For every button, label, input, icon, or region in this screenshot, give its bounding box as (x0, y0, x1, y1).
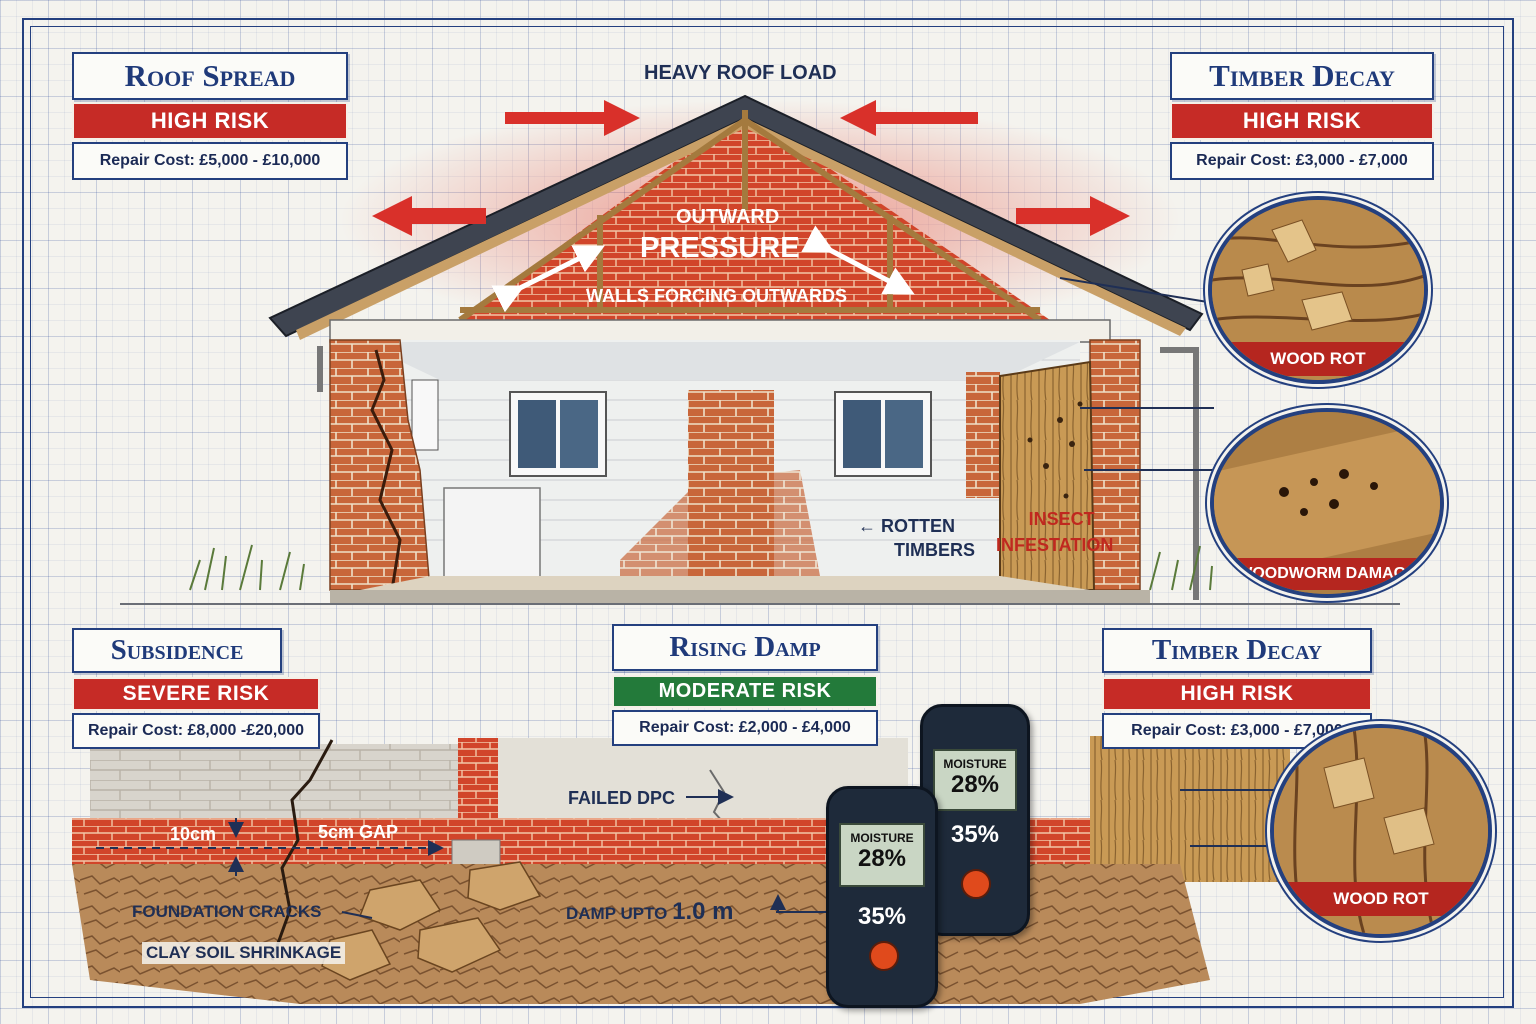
diagonal-arrows (491, 225, 915, 313)
moisture-meter-front: MOISTURE 28% 35% (826, 786, 938, 1008)
ceiling (360, 342, 1080, 380)
foundation-cracks-label: FOUNDATION CRACKS (132, 902, 322, 921)
card-subsidence: Subsidence SEVERE RISK Repair Cost: £8,0… (72, 628, 320, 749)
gray-block-wall (90, 744, 470, 824)
meter-button (961, 869, 991, 899)
risk-badge: HIGH RISK (1102, 677, 1372, 711)
repair-cost: Repair Cost: £3,000 - £7,000 (1170, 142, 1434, 180)
gap-5cm-label: 5cm GAP (318, 822, 399, 842)
meter-label: MOISTURE (943, 757, 1007, 771)
pressure-arrows (372, 100, 1130, 236)
card-roof-spread: Roof Spread HIGH RISK Repair Cost: £5,00… (72, 52, 348, 180)
inset-label: WOODWORM DAMAGE (1214, 558, 1440, 590)
clay-soil (72, 864, 1210, 1004)
kitchen-unit (443, 487, 541, 581)
rotten-line2: TIMBERS (894, 540, 975, 560)
inset-wood-rot-top: WOOD ROT (1208, 196, 1428, 384)
damp-upto-label: DAMP UPTO 1.0 m (566, 898, 734, 926)
damp-height: 1.0 m (672, 898, 734, 925)
inset-leaders (1059, 277, 1222, 471)
damp-upto-text: DAMP UPTO (566, 904, 668, 923)
meter-reading: 28% (950, 771, 1000, 798)
insect-infestation-label: INSECT INFESTATION (996, 506, 1113, 558)
card-title: Timber Decay (1170, 52, 1434, 100)
clay-soil-label: CLAY SOIL SHRINKAGE (142, 942, 346, 964)
side-window (411, 379, 439, 451)
soil-clods (321, 861, 542, 981)
right-brick-strip (966, 372, 1000, 498)
window-right (834, 391, 932, 477)
meter-label: MOISTURE (850, 831, 914, 845)
meter-second-reading: 35% (950, 821, 1000, 848)
risk-badge: HIGH RISK (72, 102, 348, 140)
risk-badge: SEVERE RISK (72, 677, 320, 711)
walls-forcing-label: WALLS FORCING OUTWARDS (586, 286, 847, 306)
meter-second-reading: 35% (857, 903, 907, 930)
measure-lines (96, 789, 1290, 920)
card-title: Rising Damp (612, 624, 878, 671)
inset-wood-rot-bottom: WOOD ROT (1270, 724, 1492, 938)
repair-cost: Repair Cost: £8,000 -£20,000 (72, 713, 320, 749)
measure-10cm-label: 10cm (170, 824, 217, 844)
failed-dpc-label: FAILED DPC (568, 788, 676, 808)
card-rising-damp: Rising Damp MODERATE RISK Repair Cost: £… (612, 624, 878, 746)
meter-reading: 28% (857, 845, 907, 872)
rotten-line1: ROTTEN (881, 516, 956, 536)
heavy-roof-load-label: HEAVY ROOF LOAD (644, 62, 837, 84)
downpipe (1160, 347, 1199, 600)
meter-button (869, 941, 899, 971)
insect-line1: INSECT (1028, 509, 1095, 529)
window-left (509, 391, 607, 477)
inset-label: WOOD ROT (1274, 882, 1488, 916)
insect-line2: INFESTATION (996, 535, 1114, 555)
floor-tiles (360, 576, 1090, 590)
damp-brick-stain (620, 470, 820, 576)
outward-label: OUTWARD (676, 206, 780, 228)
card-title: Timber Decay (1102, 628, 1372, 673)
inset-woodworm: WOODWORM DAMAGE (1210, 408, 1444, 598)
inset-label: WOOD ROT (1212, 342, 1424, 376)
repair-cost: Repair Cost: £5,000 - £10,000 (72, 142, 348, 180)
meter-screen: MOISTURE 28% (839, 823, 925, 887)
rotten-timbers-label: ← ROTTEN TIMBERS (858, 516, 975, 560)
outer-frame (22, 18, 1514, 1008)
foundation-crack (270, 739, 334, 961)
grass (189, 544, 1213, 591)
card-timber-decay-top: Timber Decay HIGH RISK Repair Cost: £3,0… (1170, 52, 1434, 180)
soffit (329, 319, 1111, 343)
meter-screen: MOISTURE 28% (933, 749, 1017, 811)
decayed-timber-wall (1090, 736, 1290, 882)
wall-corner-brick (458, 738, 498, 828)
risk-badge: HIGH RISK (1170, 102, 1434, 140)
pier-crack (370, 349, 402, 591)
worm-holes (1027, 401, 1083, 499)
card-title: Roof Spread (72, 52, 348, 100)
risk-badge: MODERATE RISK (612, 675, 878, 708)
pressure-label: PRESSURE (640, 232, 800, 264)
floor-slab (330, 590, 1150, 604)
repair-cost: Repair Cost: £2,000 - £4,000 (612, 710, 878, 746)
card-title: Subsidence (72, 628, 282, 673)
